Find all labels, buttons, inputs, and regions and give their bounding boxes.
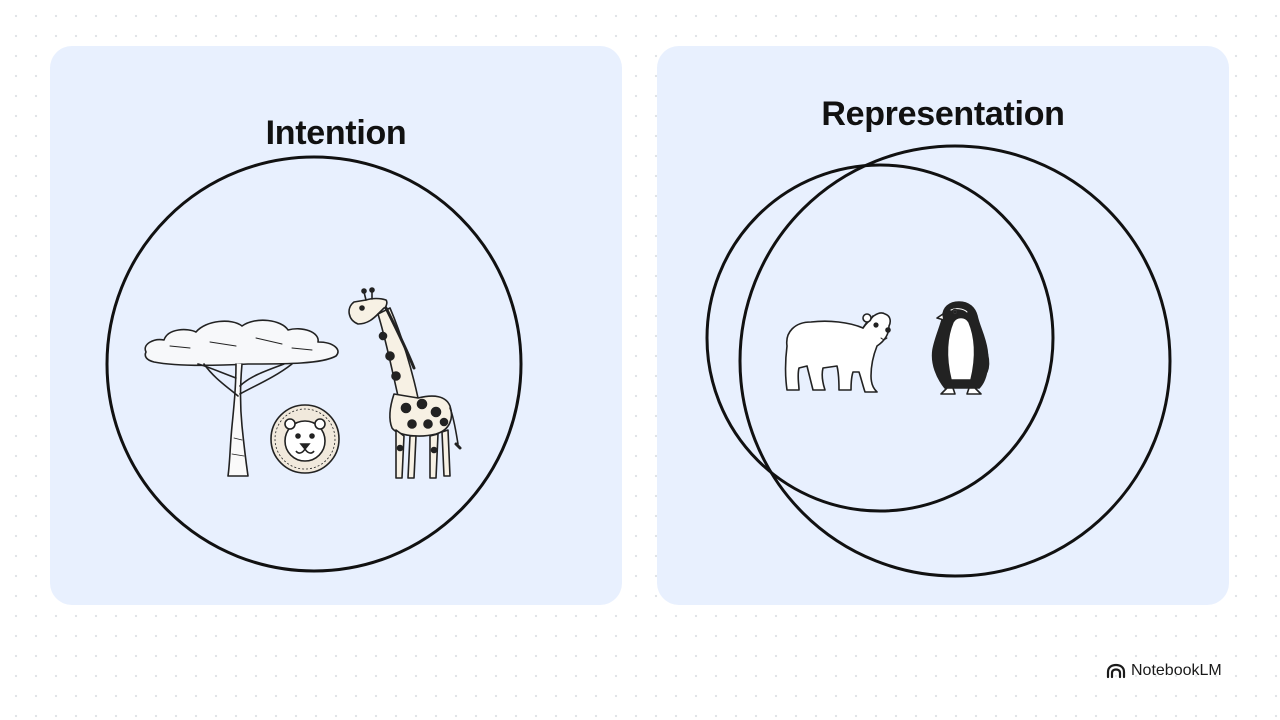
notebooklm-logo-icon: [1106, 663, 1126, 679]
brand-name: NotebookLM: [1131, 662, 1222, 679]
representation-title: Representation: [821, 95, 1065, 133]
acacia-tree-icon: [144, 319, 339, 477]
polar-bear-icon: [784, 312, 891, 393]
giraffe-icon: [348, 287, 462, 479]
outer-circle: [738, 144, 1172, 578]
brand: NotebookLM: [1106, 660, 1222, 682]
lion-icon: [270, 404, 340, 474]
intention-title: Intention: [265, 114, 407, 152]
inner-circle: [705, 163, 1055, 513]
penguin-icon: [931, 301, 990, 395]
representation-panel: Representation: [657, 46, 1229, 605]
intention-circle: [105, 155, 523, 573]
representation-diagram: [705, 144, 1172, 578]
intention-panel: Intention: [50, 46, 622, 605]
intention-diagram: [105, 155, 523, 573]
